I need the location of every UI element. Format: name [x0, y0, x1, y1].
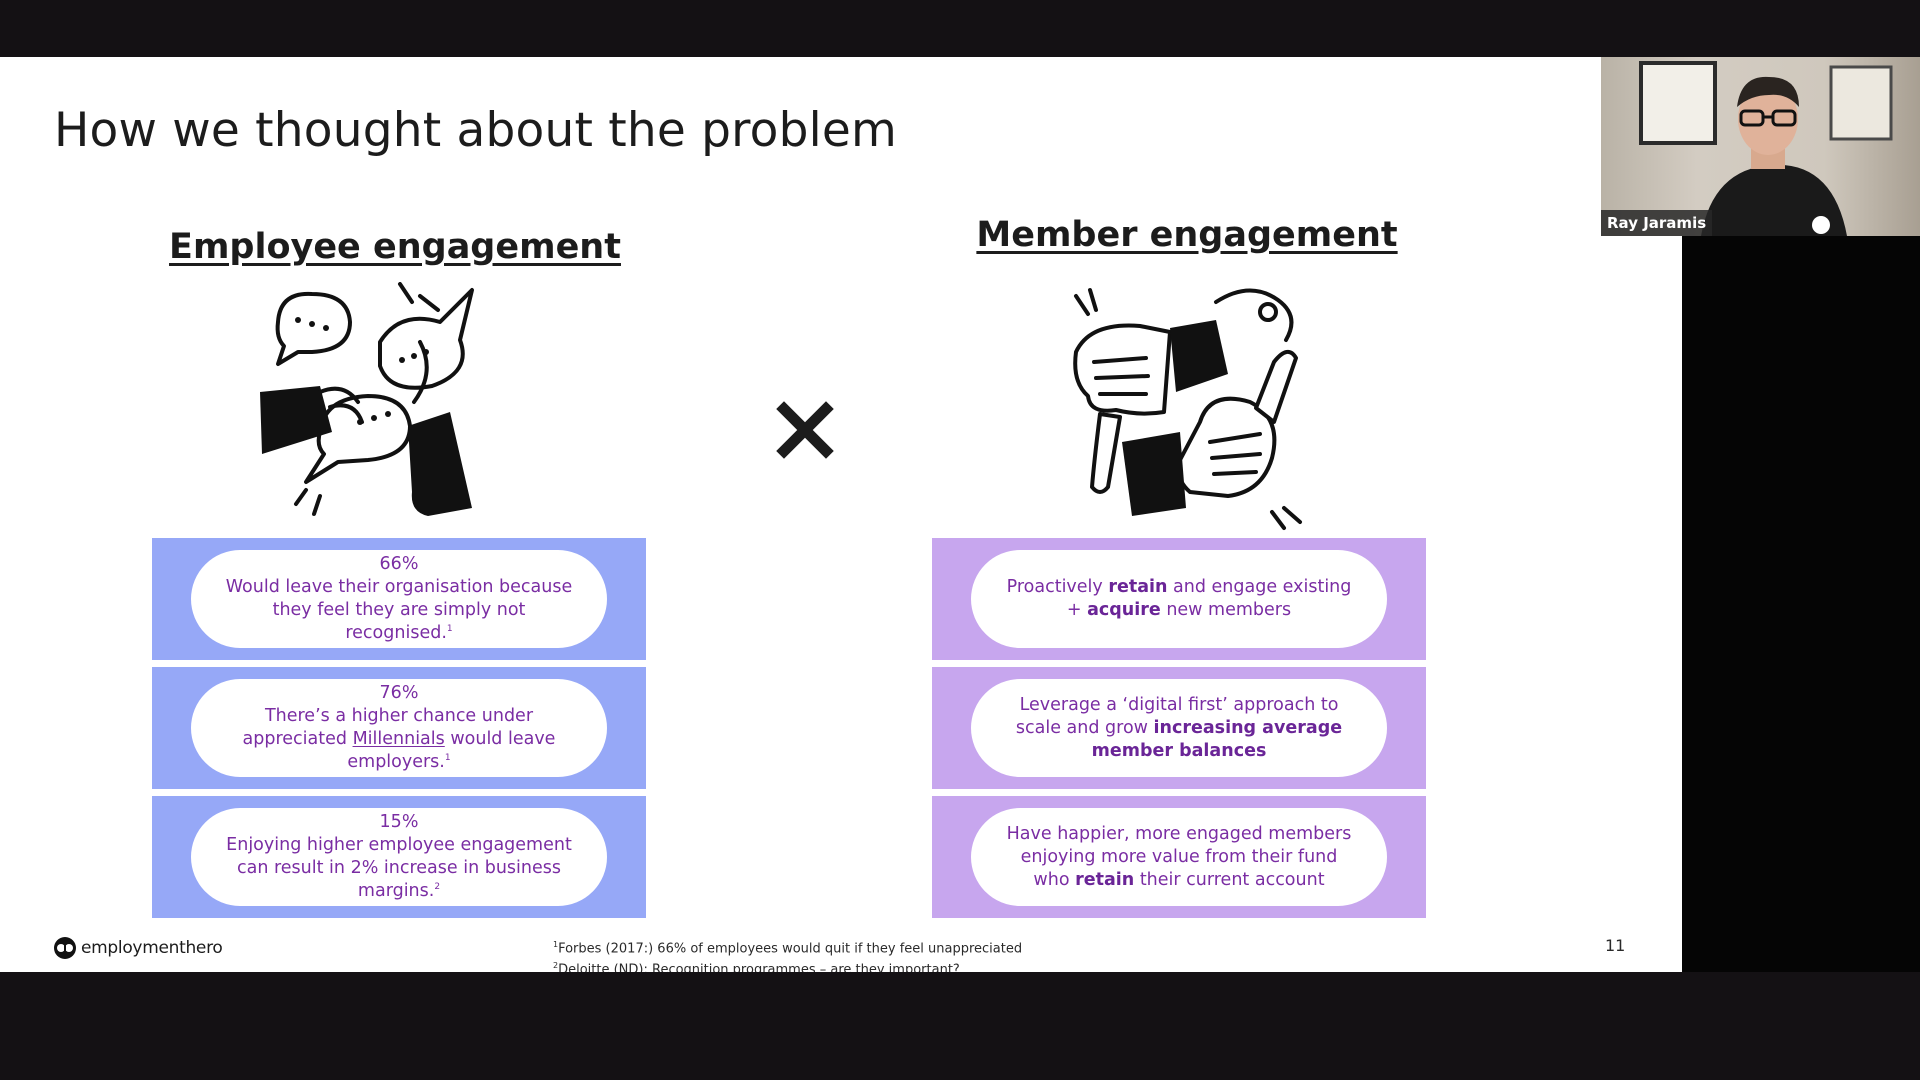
footnote-number: 1 — [553, 940, 559, 949]
goal-text-part: Leverage a ‘digital first’ approach to s… — [1015, 694, 1339, 738]
footnote-1: 1Forbes (2017:) 66% of employees would q… — [553, 936, 1022, 957]
goal-text: Proactively retain and engage existing +… — [1001, 576, 1357, 622]
stat-card: 76% There’s a higher chance under apprec… — [152, 667, 646, 789]
stat-card: 15% Enjoying higher employee engagement … — [152, 796, 646, 918]
stat-text: Would leave their organisation because t… — [221, 576, 577, 645]
speech-bubbles-hands-illustration — [260, 282, 474, 516]
stat-text: There’s a higher chance under appreciate… — [221, 705, 577, 774]
footnote-text: Deloitte (ND): Recognition programmes – … — [558, 962, 960, 972]
goal-text-bold: acquire — [1087, 600, 1161, 620]
video-panel-background — [1682, 236, 1920, 972]
goal-text-part: and engage existing + — [1066, 577, 1352, 620]
footnotes: 1Forbes (2017:) 66% of employees would q… — [553, 936, 1022, 972]
participant-video-tile[interactable]: Ray Jaramis — [1601, 57, 1920, 236]
stat-description-end: would leave employers. — [347, 729, 556, 772]
brand-name: employmenthero — [81, 938, 223, 958]
footnote-ref: 2 — [434, 882, 441, 893]
stat-card: 66% Would leave their organisation becau… — [152, 538, 646, 660]
page-number: 11 — [1605, 936, 1626, 955]
stat-description: Would leave their organisation because t… — [225, 577, 573, 643]
stat-description: There’s a higher chance under appreciate… — [242, 706, 534, 749]
stat-pill: 15% Enjoying higher employee engagement … — [191, 808, 607, 906]
employee-engagement-heading: Employee engagement — [169, 227, 621, 267]
stat-percent: 76% — [379, 683, 419, 703]
goal-text-part: Proactively — [1006, 577, 1109, 597]
goal-pill: Have happier, more engaged members enjoy… — [971, 808, 1387, 906]
participant-name-tag: Ray Jaramis — [1601, 210, 1713, 236]
goal-text-part: new members — [1160, 600, 1292, 620]
footnote-ref: 1 — [446, 624, 453, 635]
goal-card: Proactively retain and engage existing +… — [932, 538, 1426, 660]
goal-text-bold: retain — [1108, 577, 1168, 597]
stat-description: Enjoying higher employee engagement can … — [226, 835, 572, 901]
goal-text: Have happier, more engaged members enjoy… — [1001, 823, 1357, 892]
stat-text: Enjoying higher employee engagement can … — [221, 834, 577, 903]
stat-pill: 66% Would leave their organisation becau… — [191, 550, 607, 648]
stat-pill: 76% There’s a higher chance under apprec… — [191, 679, 607, 777]
goal-pill: Leverage a ‘digital first’ approach to s… — [971, 679, 1387, 777]
slide-title: How we thought about the problem — [54, 103, 898, 158]
hands-thumbs-illustration — [1073, 288, 1302, 530]
presentation-slide: How we thought about the problem Employe… — [0, 57, 1682, 972]
stat-percent: 66% — [379, 554, 419, 574]
member-goals-stack: Proactively retain and engage existing +… — [932, 538, 1426, 925]
goal-text-bold: retain — [1075, 869, 1135, 890]
employee-stats-stack: 66% Would leave their organisation becau… — [152, 538, 646, 925]
employmenthero-logo-icon — [54, 937, 76, 959]
footnote-text: Forbes (2017:) 66% of employees would qu… — [558, 941, 1023, 957]
goal-card: Leverage a ‘digital first’ approach to s… — [932, 667, 1426, 789]
goal-text-bold: increasing average member balances — [1091, 717, 1343, 761]
times-symbol: X — [770, 395, 840, 465]
times-icon — [776, 401, 834, 459]
goal-card: Have happier, more engaged members enjoy… — [932, 796, 1426, 918]
stat-percent: 15% — [379, 812, 419, 832]
millennials-link[interactable]: Millennials — [352, 729, 445, 749]
participant-video-feed — [1639, 61, 1893, 236]
footnote-2: 2Deloitte (ND): Recognition programmes –… — [553, 957, 1022, 972]
footnote-number: 2 — [553, 961, 559, 971]
footnote-ref: 1 — [444, 753, 451, 764]
goal-pill: Proactively retain and engage existing +… — [971, 550, 1387, 648]
member-engagement-heading: Member engagement — [976, 215, 1398, 255]
goal-text-part: Have happier, more engaged members enjoy… — [1006, 823, 1352, 890]
goal-text: Leverage a ‘digital first’ approach to s… — [1001, 694, 1357, 763]
goal-text-part: their current account — [1134, 869, 1325, 890]
brand-logo: employmenthero — [53, 936, 223, 960]
